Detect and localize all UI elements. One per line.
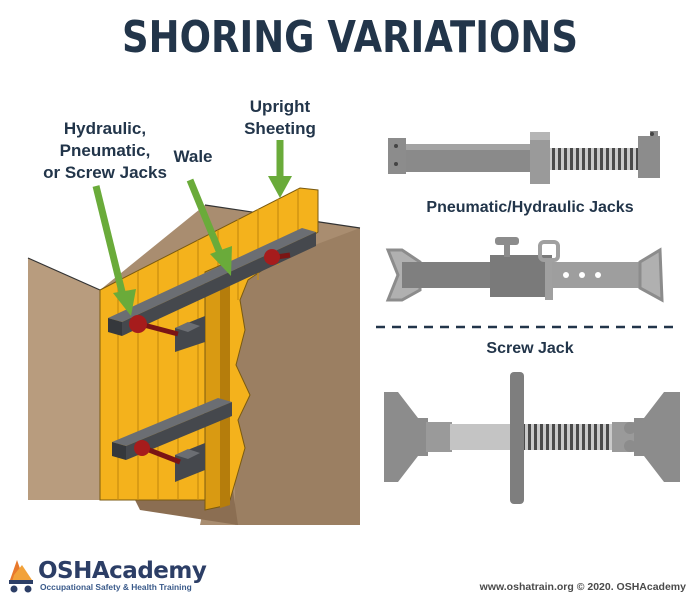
rear-wale-upper: [175, 316, 205, 352]
pneumatic-jack-1: [388, 131, 660, 184]
wale-arrow: [186, 178, 232, 276]
page-title: SHORING VARIATIONS: [122, 12, 578, 63]
sheeting-label: Upright Sheeting: [244, 97, 316, 138]
jacks-arrow: [92, 185, 136, 316]
screw-jack-label: Screw Jack: [486, 340, 574, 357]
lower-wale: [112, 398, 232, 460]
pneumatic-hydraulic-label: Pneumatic/Hydraulic Jacks: [426, 199, 634, 216]
rear-wale-lower: [175, 443, 205, 482]
lower-jack: [134, 440, 181, 465]
logo-name: OSHAcademy: [38, 558, 207, 584]
upper-jack: [129, 249, 291, 337]
logo-tagline: Occupational Safety & Health Training: [40, 582, 192, 592]
pneumatic-jack-2: [385, 237, 664, 303]
callout-arrows: [92, 140, 292, 316]
sheeting-arrow: [268, 140, 292, 198]
vertical-wale: [204, 261, 230, 511]
copyright-text: www.oshatrain.org © 2020. OSHAcademy: [479, 581, 686, 593]
oshacademy-logo-mark: [9, 560, 33, 593]
screw-jack: [384, 372, 680, 504]
jacks-label: Hydraulic, Pneumatic, or Screw Jacks: [43, 119, 167, 182]
wale-label: Wale: [173, 147, 213, 166]
